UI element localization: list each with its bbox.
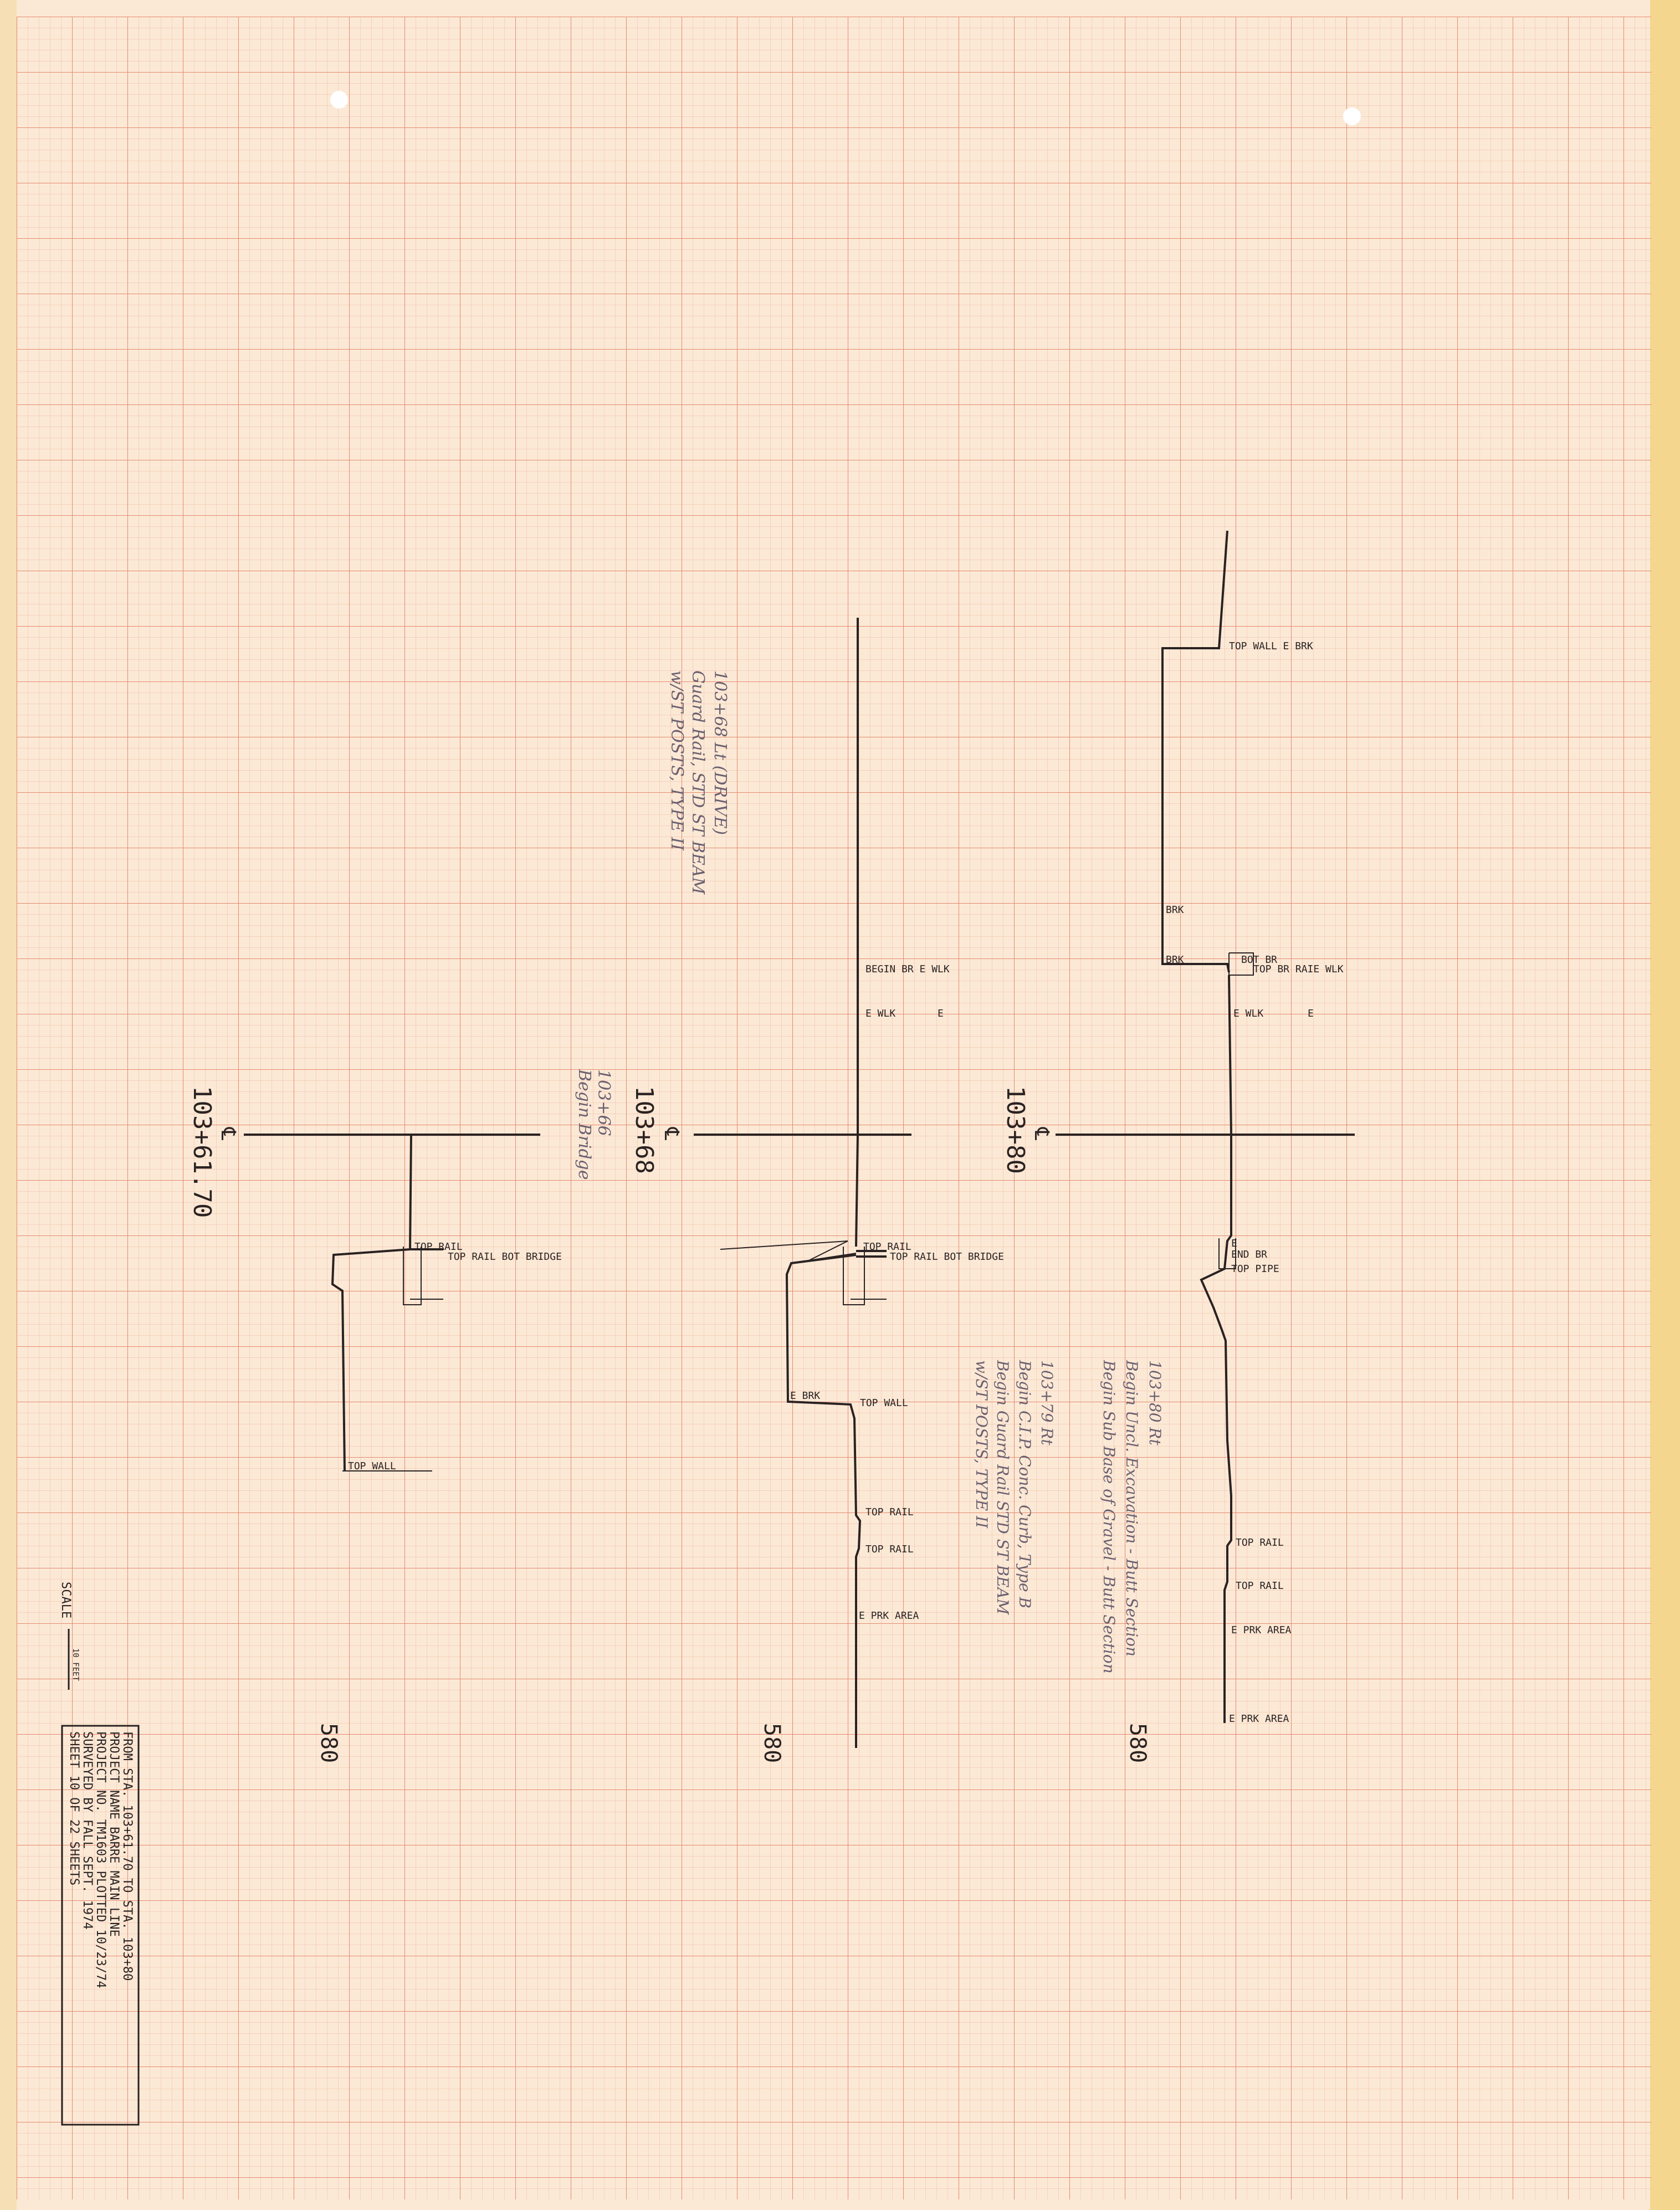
section-1-elevation-label: 580 — [316, 1723, 341, 1763]
right-edge-strip — [1650, 0, 1680, 2210]
section-1-centerline-symbol: ℄ — [217, 1127, 239, 1140]
section-3-ground-profile-upper — [1161, 530, 1230, 973]
section-2-label-top-rail-3: TOP RAIL — [865, 1544, 914, 1555]
punch-hole-right — [1343, 107, 1361, 125]
section-2-label-top-rail: TOP RAIL — [863, 1241, 911, 1253]
section-2-label-top-rail-bot-bridge: TOP RAIL BOT BRIDGE — [890, 1251, 1004, 1263]
section-1-station-label: 103+61.70 — [188, 1086, 216, 1218]
section-3-label-top-pipe: TOP PIPE — [1231, 1263, 1279, 1275]
section-3-label-top-br-raie-wlk: TOP BR RAIE WLK — [1253, 963, 1344, 975]
section-3-elevation-label: 580 — [1125, 1723, 1150, 1763]
section-2-label-e: E — [938, 1008, 944, 1019]
section-3-label-top-wall-e-brk: TOP WALL E BRK — [1229, 640, 1313, 652]
section-3-label-bot-br: BOT BR — [1241, 954, 1277, 966]
section-2-handwritten-note-upper: 103+68 Lt (DRIVE) Guard Rail, STD ST BEA… — [575, 670, 730, 1180]
section-1-ground-profile — [331, 1134, 412, 1471]
title-block-line-5: SHEET 10 OF 22 SHEETS — [67, 1731, 81, 1885]
note-begin-cip-curb: Begin C.I.P. Conc. Curb, Type B — [1016, 1360, 1034, 1608]
section-3-label-top-rail-1: TOP RAIL — [1236, 1537, 1284, 1548]
title-block-line-4: SURVEYED BY FALL SEPT. 1974 — [80, 1731, 94, 1930]
section-2-ground-profile-upper — [855, 618, 859, 1247]
section-2-handwritten-note-lower: 103+79 Rt Begin C.I.P. Conc. Curb, Type … — [972, 1360, 1056, 1616]
note-begin-sub-base: Begin Sub Base of Gravel - Butt Section — [1100, 1360, 1118, 1674]
title-block-border — [61, 1725, 140, 2126]
section-2-label-e-wlk: E WLK — [865, 1008, 895, 1019]
punch-hole-left — [330, 91, 348, 109]
section-2-label-begin-br: BEGIN BR E WLK — [865, 963, 950, 975]
section-3 — [1056, 530, 1355, 1723]
section-3-label-e-wlk: E WLK — [1233, 1008, 1263, 1019]
section-3-label-e-prk-area-2: E PRK AREA — [1229, 1713, 1289, 1725]
section-3-label-e-1: E — [1308, 1008, 1314, 1019]
section-2-elevation-label: 580 — [759, 1723, 785, 1763]
section-2-station-label: 103+68 — [630, 1086, 658, 1174]
section-1-bridge-end — [403, 1247, 422, 1305]
note-st-posts: w/ST POSTS, TYPE II — [667, 670, 687, 851]
section-3-station-label: 103+80 — [1001, 1086, 1029, 1174]
section-3-label-brk-1: BRK — [1166, 904, 1184, 916]
section-3-ground-profile-lower — [1200, 975, 1232, 1723]
title-block-line-3: PROJECT NO. TM1603 PLOTTED 10/23/74 — [94, 1731, 107, 1988]
section-2-label-e-prk-area: E PRK AREA — [859, 1610, 919, 1622]
section-1-label-top-wall: TOP WALL — [348, 1460, 396, 1472]
note-103-80-rt: 103+80 Rt — [1146, 1360, 1164, 1446]
note-103-79-rt: 103+79 Rt — [1038, 1360, 1056, 1446]
scale-label: SCALE — [59, 1582, 73, 1618]
left-edge-strip — [0, 0, 17, 2210]
section-2-ground-profile-lower — [785, 1254, 862, 1748]
note-begin-bridge: Begin Bridge — [575, 1069, 594, 1180]
section-3-label-brk-2: BRK — [1166, 954, 1184, 966]
section-2-centerline-symbol: ℄ — [660, 1127, 683, 1140]
section-3-handwritten-note: 103+80 Rt Begin Uncl. Excavation - Butt … — [1100, 1360, 1164, 1674]
title-block: FROM STA. 103+61.70 TO STA. 103+80 PROJE… — [61, 1725, 140, 2126]
section-3-label-e-prk-area-1: E PRK AREA — [1231, 1624, 1292, 1636]
grid-major — [17, 17, 1651, 2199]
note-103-66: 103+66 — [594, 1069, 613, 1136]
section-1-label-top-rail: TOP RAIL — [414, 1241, 463, 1253]
title-block-line-1: FROM STA. 103+61.70 TO STA. 103+80 — [120, 1731, 134, 1981]
note-103-68-lt: 103+68 Lt (DRIVE) — [710, 670, 730, 835]
section-2-drive-skew — [720, 1240, 857, 1261]
scale-bar-text: 10 FEET — [71, 1648, 80, 1681]
section-2-label-e-brk: E BRK — [790, 1390, 820, 1402]
title-block-line-2: PROJECT NAME BARRE MAIN LINE — [107, 1731, 121, 1937]
section-1 — [244, 1134, 540, 1471]
section-2-bridge-end — [843, 1247, 865, 1305]
section-3-centerline-symbol: ℄ — [1030, 1127, 1053, 1140]
note-st-posts-2: w/ST POSTS, TYPE II — [972, 1360, 991, 1529]
section-3-label-e-2: E — [1231, 1238, 1237, 1249]
section-1-label-top-rail-bot-bridge: TOP RAIL BOT BRIDGE — [448, 1251, 562, 1263]
note-begin-guard-rail: Begin Guard Rail STD ST BEAM — [993, 1360, 1012, 1616]
section-3-rail-bracket — [1218, 1238, 1236, 1269]
section-2-label-top-wall: TOP WALL — [860, 1397, 908, 1409]
section-3-label-top-rail-2: TOP RAIL — [1236, 1580, 1284, 1592]
section-2-label-top-rail-2: TOP RAIL — [865, 1506, 914, 1518]
section-3-label-end-br: END BR — [1231, 1249, 1267, 1260]
note-guard-rail: Guard Rail, STD ST BEAM — [688, 670, 708, 895]
section-3-bridge-end — [1228, 952, 1254, 976]
note-begin-uncl-excavation: Begin Uncl. Excavation - Butt Section — [1123, 1360, 1141, 1657]
section-2 — [694, 618, 911, 1748]
